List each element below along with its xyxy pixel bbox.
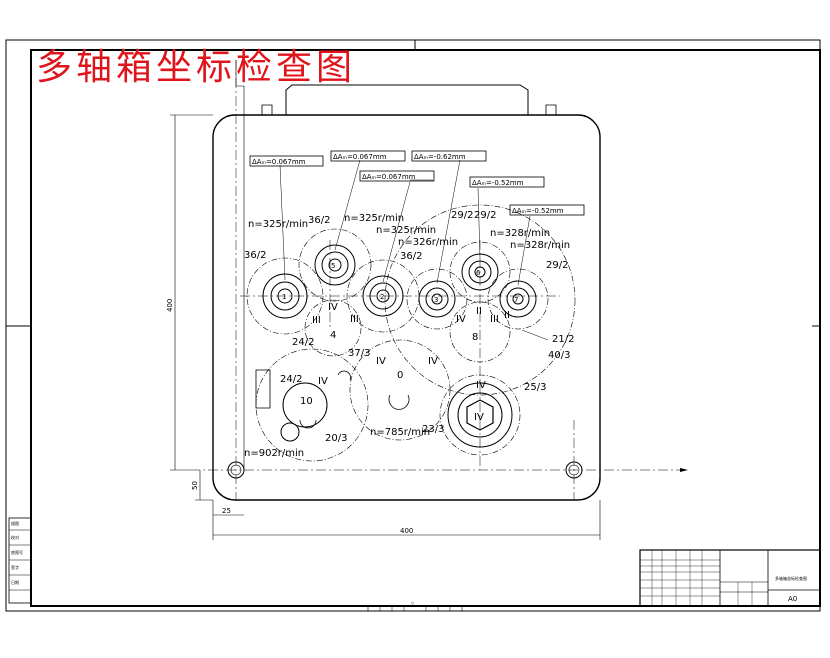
roman-8: IV — [318, 376, 328, 387]
shaft-number-3: 2 — [380, 293, 384, 301]
left-cell-4: 签字 — [11, 564, 19, 570]
left-cell-5: 日期 — [11, 579, 19, 585]
roman-11: IV — [476, 380, 486, 391]
shaft-number-4: 3 — [434, 296, 438, 304]
left-signature-block: 描图 校对 底图号 签字 日期 — [8, 517, 32, 604]
center-lines — [190, 60, 680, 500]
ratio-10: 21/2 — [552, 334, 574, 345]
speed-8: n=902r/min — [244, 448, 304, 459]
tolerance-boxes — [249, 150, 585, 216]
roman-4: IV — [456, 314, 466, 325]
dim-width: 400 — [400, 527, 413, 535]
roman-12: IV — [474, 412, 484, 423]
shaft-number-9: 0 — [397, 370, 403, 381]
pitch-circles — [246, 204, 576, 462]
tolerance-2: ΔAₘ=0.067mm — [333, 153, 387, 161]
roman-5: II — [476, 306, 482, 317]
speed-4: n=326r/min — [398, 237, 458, 248]
shaft-number-10: 8 — [472, 332, 478, 343]
title-block-drawing-name: 多轴箱坐标检查图 — [775, 575, 807, 581]
tolerance-1: ΔAₘ=0.067mm — [252, 158, 306, 166]
svg-text:▽: ▽ — [411, 601, 415, 606]
ratio-1: 36/2 — [244, 250, 266, 261]
leader-lines — [279, 159, 549, 341]
roman-1: III — [312, 315, 321, 326]
speed-6: n=328r/min — [510, 240, 570, 251]
ratio-11: 40/3 — [548, 350, 570, 361]
tolerance-6: ΔAₘ=-0.52mm — [512, 207, 564, 215]
speed-3: n=325r/min — [376, 225, 436, 236]
gearbox-housing — [212, 60, 601, 501]
ratio-6: 29/2 — [546, 260, 568, 271]
shaft-number-6: 7 — [514, 296, 518, 304]
ratio-9: 37/3 — [348, 348, 370, 359]
ratio-8: 24/2 — [280, 374, 302, 385]
roman-6: III — [490, 314, 499, 325]
shaft-number-2: 1 — [282, 293, 286, 301]
ratio-4: 29/2 — [451, 210, 473, 221]
dim-height: 400 — [166, 299, 174, 312]
speed-5: n=328r/min — [490, 228, 550, 239]
speed-2: n=325r/min — [344, 213, 404, 224]
roman-7: II — [504, 310, 510, 321]
shaft-number-8: 10 — [300, 396, 313, 407]
tolerance-3: ΔAₘ=0.067mm — [362, 173, 416, 181]
dim-50: 50 — [191, 481, 199, 490]
roman-2: IV — [328, 302, 338, 313]
roman-3: III — [350, 314, 359, 325]
ratio-5: 29/2 — [474, 210, 496, 221]
left-cell-3: 底图号 — [11, 549, 23, 555]
drawing-title: 多轴箱坐标检查图 — [36, 47, 357, 88]
ratio-14: 23/3 — [422, 424, 444, 435]
shaft-number-5: 6 — [476, 269, 481, 277]
bottom-ruler: ▽ — [367, 601, 463, 612]
rotation-arrows — [299, 370, 410, 429]
title-block: 多轴箱坐标检查图 A0 — [639, 549, 821, 607]
shaft-number-1: 5 — [331, 262, 335, 270]
ratio-12: 25/3 — [524, 382, 546, 393]
left-cell-1: 描图 — [11, 520, 19, 526]
inner-frame — [30, 49, 821, 607]
ratio-13: 20/3 — [325, 433, 347, 444]
shaft-number-7: 4 — [330, 330, 336, 341]
tolerance-5: ΔAₘ=-0.52mm — [472, 179, 524, 187]
speed-7: n=785r/min — [370, 427, 430, 438]
ratio-3: 36/2 — [400, 251, 422, 262]
shafts — [262, 244, 537, 448]
roman-10: IV — [428, 356, 438, 367]
dim-25: 25 — [222, 507, 231, 515]
dimensions — [170, 114, 601, 540]
tolerance-4: ΔAₘ=-0.62mm — [414, 153, 466, 161]
ratio-7: 24/2 — [292, 337, 314, 348]
speed-1: n=325r/min — [248, 219, 308, 230]
outer-frame — [5, 39, 821, 612]
ratio-2: 36/2 — [308, 215, 330, 226]
title-block-sheet-size: A0 — [788, 595, 797, 603]
left-cell-2: 校对 — [11, 534, 19, 540]
roman-9: IV — [376, 356, 386, 367]
